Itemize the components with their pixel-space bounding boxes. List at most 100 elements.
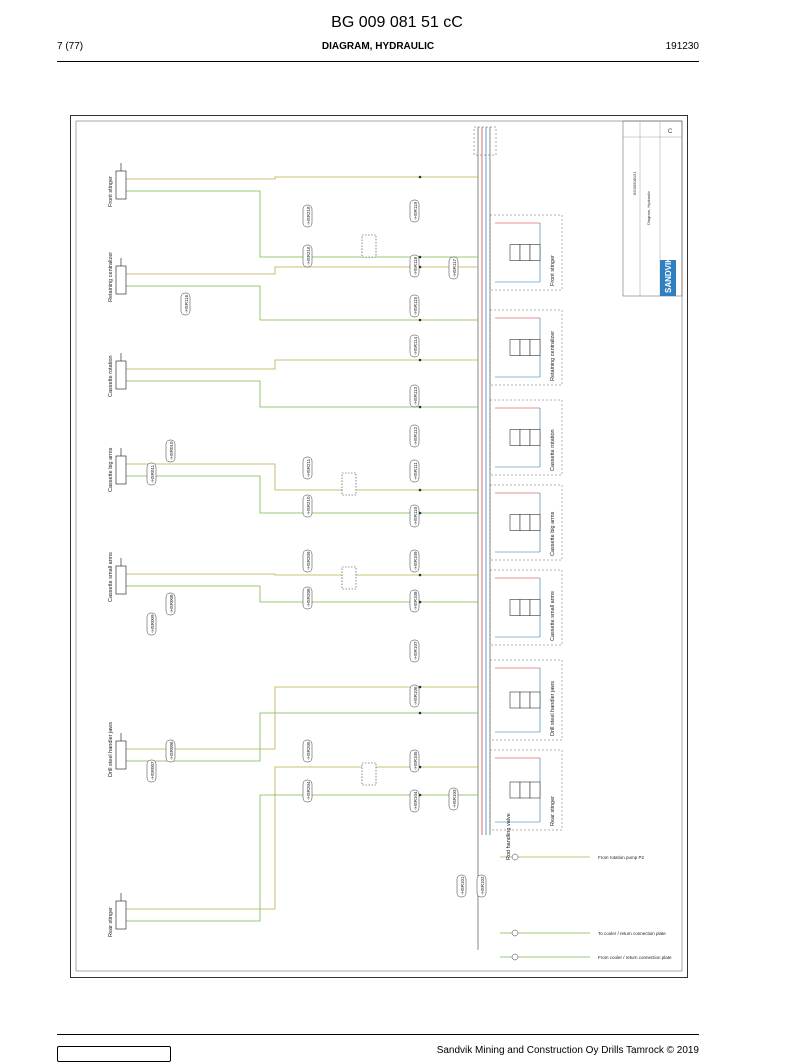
hose-connector bbox=[418, 488, 422, 492]
hose-connector bbox=[418, 175, 422, 179]
drawing-number: BG00908151 bbox=[632, 171, 637, 195]
valve-spool bbox=[529, 781, 541, 799]
hose-code-actuator: -HSR006 bbox=[169, 741, 174, 760]
hose-connector bbox=[418, 318, 422, 322]
brand-label: SANDVIK bbox=[664, 257, 673, 293]
hose-code-left: -HSR205 bbox=[306, 741, 311, 760]
hose-connector bbox=[418, 265, 422, 269]
hose-code-actuator: -HSR011 bbox=[150, 464, 155, 483]
hose-code-tag bbox=[302, 456, 313, 480]
hose-code-mid: -HSR105 bbox=[413, 751, 418, 770]
footer-copyright: Sandvik Mining and Construction Oy Drill… bbox=[436, 1045, 699, 1056]
valve-spool bbox=[519, 599, 531, 616]
valve-spool bbox=[529, 244, 541, 261]
valve-section-label: Front stinger bbox=[550, 255, 556, 286]
hose-connector bbox=[418, 573, 422, 577]
hose-connector bbox=[418, 358, 422, 362]
valve-spool bbox=[509, 244, 521, 261]
hose-code-extra: -HSR117 bbox=[452, 258, 457, 277]
valve-section-label: Cassette rotation bbox=[550, 429, 556, 471]
hose-connector bbox=[418, 255, 422, 259]
hose-code-tag bbox=[409, 459, 420, 483]
actuator-label: Cassette small arms bbox=[108, 552, 114, 602]
valve-spool bbox=[529, 429, 541, 446]
hose-code-tag bbox=[409, 549, 420, 573]
hydraulic-diagram: SANDVIK Diagram, Hydraulic BG00908151 C … bbox=[70, 115, 688, 978]
rod-handling-label: Rod handling valve bbox=[506, 813, 512, 860]
cylinder-body bbox=[115, 900, 127, 930]
hose-code-extra: -HSR102 bbox=[480, 876, 485, 895]
document-code: BG 009 081 51 cC bbox=[331, 14, 463, 31]
hose-code-mid: -HSR109 bbox=[413, 551, 418, 570]
hose-code-mid: -HSR113 bbox=[413, 386, 418, 405]
valve-section-box bbox=[489, 399, 563, 476]
diagram-canvas: SANDVIK Diagram, Hydraulic BG00908151 C … bbox=[70, 115, 688, 978]
footer-rule bbox=[57, 1034, 699, 1035]
filter-symbol bbox=[511, 953, 519, 961]
hose-code-tag bbox=[165, 439, 176, 463]
hose-code-tag bbox=[302, 204, 313, 228]
actuator-label: Cassette rotation bbox=[108, 355, 114, 397]
lock-valve bbox=[361, 762, 377, 786]
drawing-inner-frame bbox=[75, 120, 683, 972]
hose-code-tag bbox=[409, 334, 420, 358]
hose-code-mid: -HSR112 bbox=[413, 426, 418, 445]
valve-spool bbox=[519, 691, 531, 709]
hose-code-tag bbox=[302, 779, 313, 803]
document-title: DIAGRAM, HYDRAULIC bbox=[321, 41, 435, 52]
hose-code-left: -HSR209 bbox=[306, 551, 311, 570]
cylinder-body bbox=[115, 170, 127, 200]
document-date: 191230 bbox=[665, 41, 699, 52]
valve-spool bbox=[509, 339, 521, 356]
header-rule bbox=[57, 61, 699, 62]
hose-line-b bbox=[126, 380, 478, 408]
hose-code-tag bbox=[409, 589, 420, 613]
footer-logo bbox=[57, 1046, 171, 1062]
hose-code-actuator: -HSR008 bbox=[169, 594, 174, 613]
actuator-label: Front stinger bbox=[108, 176, 114, 207]
hose-code-tag bbox=[409, 424, 420, 448]
valve-section-label: Retaining centralizer bbox=[550, 331, 556, 381]
filter-symbol bbox=[511, 929, 519, 937]
actuator-label: Rear stinger bbox=[108, 907, 114, 937]
hose-code-tag bbox=[165, 739, 176, 763]
hose-code-tag bbox=[302, 494, 313, 518]
valve-spool bbox=[509, 781, 521, 799]
hose-line-a bbox=[126, 686, 478, 750]
hose-code-tag bbox=[409, 384, 420, 408]
hose-code-tag bbox=[146, 462, 157, 486]
hose-code-tag bbox=[302, 244, 313, 268]
hose-code-mid: -HSR115 bbox=[413, 296, 418, 315]
hose-line-b bbox=[126, 712, 478, 762]
hose-connector bbox=[418, 405, 422, 409]
hose-code-mid: -HSR108 bbox=[413, 591, 418, 610]
valve-spool bbox=[519, 339, 531, 356]
valve-section-label: Cassette big arms bbox=[550, 511, 556, 556]
actuator-label: Drill steel handler jaws bbox=[108, 722, 114, 777]
hose-code-tag bbox=[165, 592, 176, 616]
valve-spool bbox=[529, 599, 541, 616]
hose-code-mid: -HSR114 bbox=[413, 336, 418, 355]
hose-code-left: -HSR210 bbox=[306, 496, 311, 515]
hose-code-tag bbox=[456, 874, 467, 898]
hose-code-actuator: -HSR007 bbox=[150, 761, 155, 780]
hose-code-actuator: -HSR009 bbox=[150, 614, 155, 633]
drawing-frame bbox=[70, 115, 688, 978]
hose-connector bbox=[418, 511, 422, 515]
hose-connector bbox=[418, 685, 422, 689]
hose-code-tag bbox=[476, 874, 487, 898]
actuator-label: Retaining centralizer bbox=[108, 252, 114, 302]
valve-spool bbox=[509, 514, 521, 531]
hose-code-tag bbox=[302, 739, 313, 763]
title-block: SANDVIK Diagram, Hydraulic BG00908151 C bbox=[622, 120, 683, 297]
sandvik-logo bbox=[660, 260, 676, 296]
hose-code-tag bbox=[448, 787, 459, 811]
cylinder-body bbox=[115, 740, 127, 770]
hose-code-tag bbox=[180, 292, 191, 316]
hose-code-tag bbox=[409, 199, 420, 223]
revision: C bbox=[668, 129, 673, 135]
cylinder-body bbox=[115, 265, 127, 295]
valve-section-label: Rear stinger bbox=[550, 796, 556, 826]
hose-line-b bbox=[126, 585, 478, 603]
